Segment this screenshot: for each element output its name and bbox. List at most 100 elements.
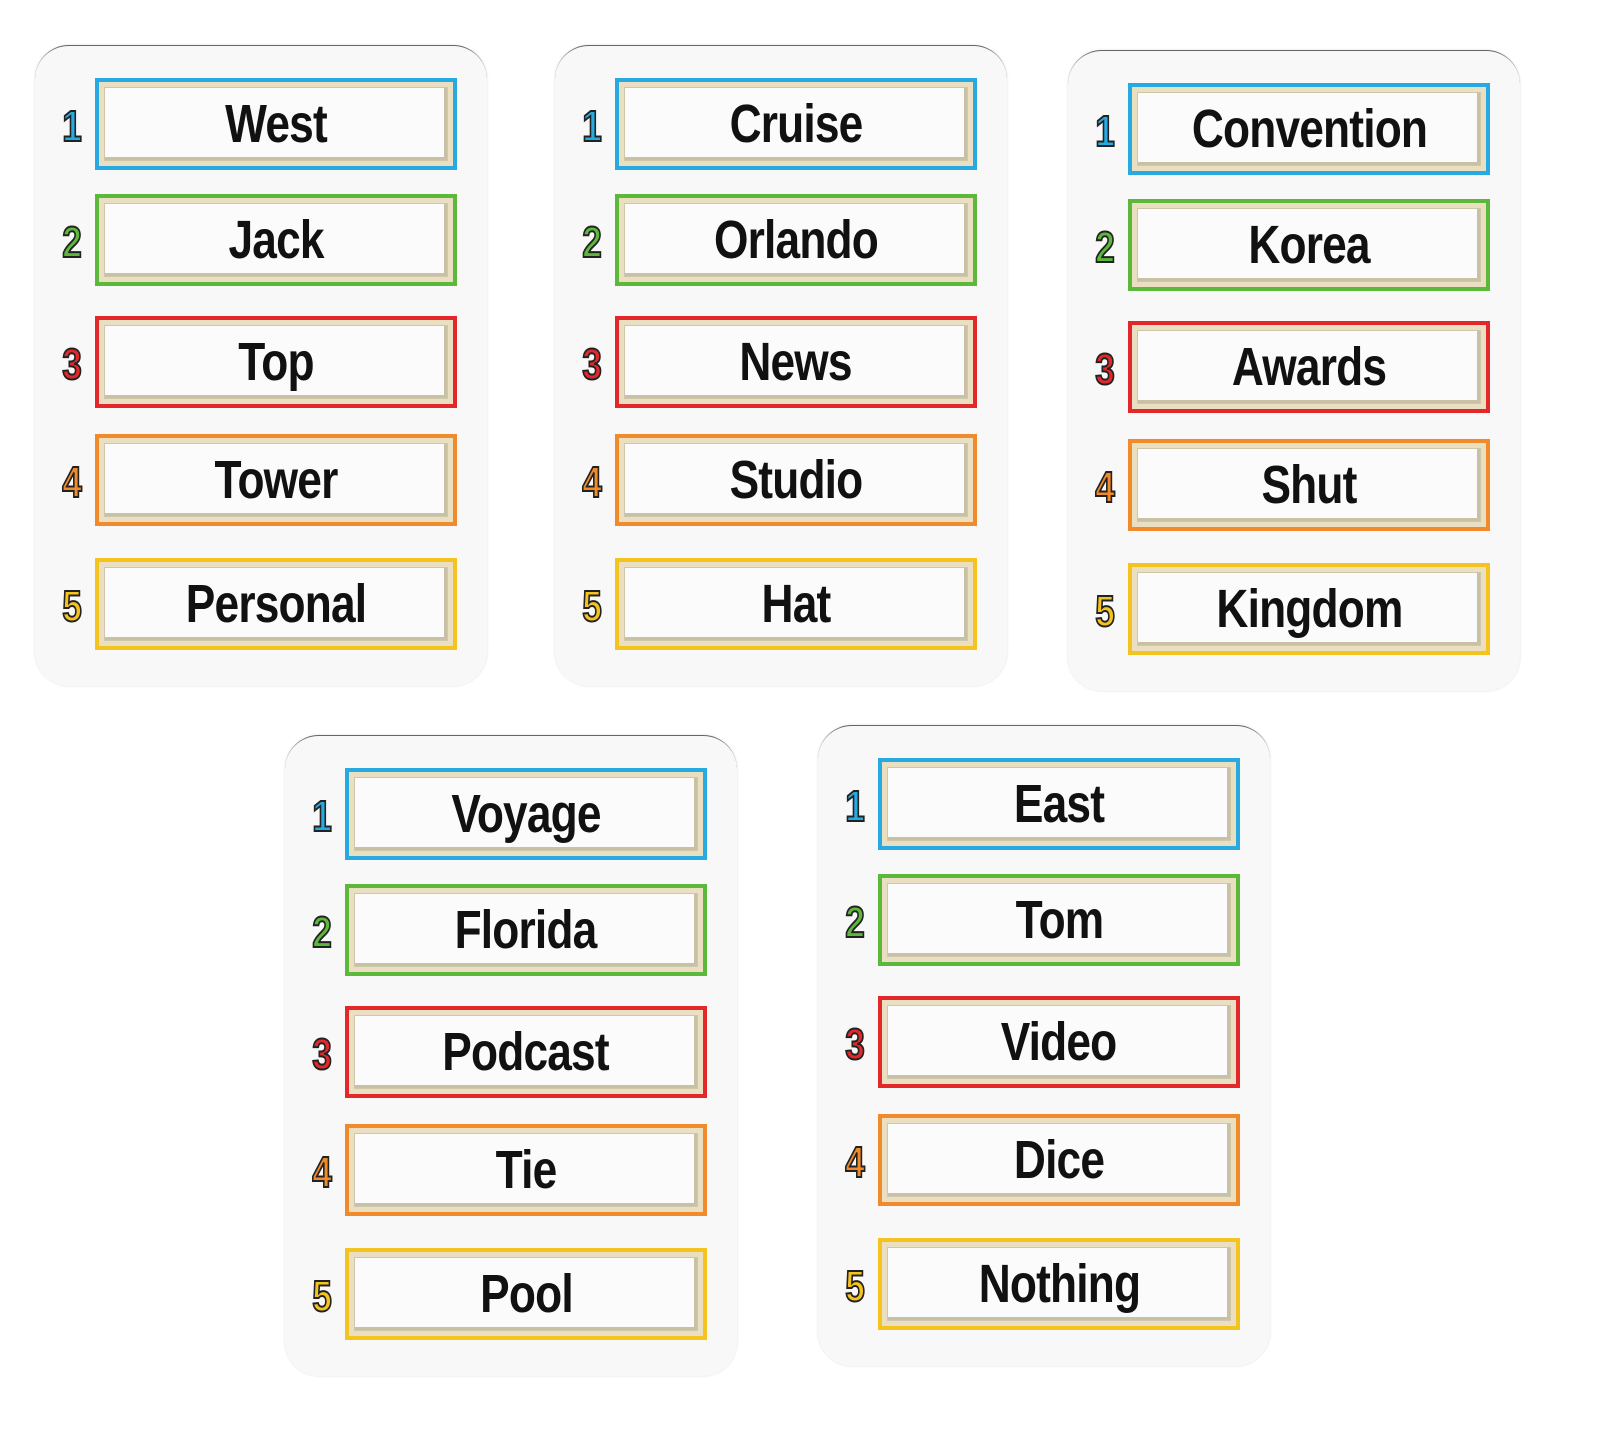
word-box-inner: Voyage — [354, 777, 698, 851]
word-number: 5 — [311, 1271, 332, 1322]
word-box-inner: Hat — [624, 567, 968, 641]
word-text: Convention — [1191, 99, 1427, 159]
word-row: 4 Tower — [35, 434, 487, 534]
word-text: Voyage — [451, 784, 601, 844]
word-text: Podcast — [442, 1022, 610, 1082]
word-text: Dice — [1013, 1130, 1105, 1190]
word-box: Tie — [345, 1124, 707, 1216]
word-text: Top — [238, 332, 314, 392]
word-box: Hat — [615, 558, 977, 650]
word-number: 1 — [311, 791, 332, 842]
word-text: East — [1013, 774, 1105, 834]
word-box-inner: Tie — [354, 1133, 698, 1207]
word-box-inner: Orlando — [624, 203, 968, 277]
word-number: 3 — [311, 1029, 332, 1080]
word-text: Personal — [185, 574, 367, 634]
word-box: East — [878, 758, 1240, 850]
word-text: Pool — [479, 1264, 573, 1324]
word-box-inner: Tower — [104, 443, 448, 517]
word-number: 4 — [1094, 462, 1115, 513]
word-number: 4 — [61, 457, 82, 508]
word-number: 1 — [61, 101, 82, 152]
word-text: Korea — [1248, 215, 1370, 275]
word-row: 2 Tom — [818, 874, 1270, 974]
word-number: 1 — [581, 101, 602, 152]
word-text: News — [739, 332, 853, 392]
word-box-inner: Podcast — [354, 1015, 698, 1089]
word-text: Shut — [1261, 455, 1357, 515]
word-number: 3 — [844, 1019, 865, 1070]
word-row: 3 Podcast — [285, 1006, 737, 1106]
word-box: Nothing — [878, 1238, 1240, 1330]
word-box: Pool — [345, 1248, 707, 1340]
word-box: Top — [95, 316, 457, 408]
word-box-inner: Personal — [104, 567, 448, 641]
word-box-inner: News — [624, 325, 968, 399]
word-text: Tom — [1015, 890, 1104, 950]
word-text: Hat — [761, 574, 832, 634]
word-box-inner: Kingdom — [1137, 572, 1481, 646]
word-box-inner: Florida — [354, 893, 698, 967]
word-box: News — [615, 316, 977, 408]
word-card-3[interactable]: 1 Convention 2 Korea 3 Awards 4 Shut 5 Kingdom — [1068, 50, 1520, 691]
word-box-inner: Awards — [1137, 330, 1481, 404]
word-number: 1 — [844, 781, 865, 832]
word-number: 5 — [1094, 586, 1115, 637]
word-number: 2 — [581, 217, 602, 268]
word-row: 5 Kingdom — [1068, 563, 1520, 663]
word-text: West — [225, 94, 328, 154]
word-box: Cruise — [615, 78, 977, 170]
word-text: Video — [1001, 1012, 1117, 1072]
word-box: Video — [878, 996, 1240, 1088]
word-row: 1 Convention — [1068, 83, 1520, 183]
word-box-inner: Pool — [354, 1257, 698, 1331]
word-box: West — [95, 78, 457, 170]
word-row: 2 Korea — [1068, 199, 1520, 299]
word-row: 3 Video — [818, 996, 1270, 1096]
word-number: 3 — [61, 339, 82, 390]
word-number: 5 — [61, 581, 82, 632]
word-row: 2 Orlando — [555, 194, 1007, 294]
word-box-inner: Shut — [1137, 448, 1481, 522]
word-box-inner: Studio — [624, 443, 968, 517]
word-row: 1 Cruise — [555, 78, 1007, 178]
word-row: 4 Shut — [1068, 439, 1520, 539]
word-number: 4 — [844, 1137, 865, 1188]
word-row: 3 Awards — [1068, 321, 1520, 421]
word-box: Dice — [878, 1114, 1240, 1206]
word-text: Tie — [495, 1140, 558, 1200]
word-card-1[interactable]: 1 West 2 Jack 3 Top 4 Tower 5 Personal — [35, 45, 487, 686]
word-row: 5 Pool — [285, 1248, 737, 1348]
word-box-inner: Nothing — [887, 1247, 1231, 1321]
word-number: 2 — [1094, 222, 1115, 273]
word-number: 2 — [61, 217, 82, 268]
word-box: Florida — [345, 884, 707, 976]
word-text: Awards — [1231, 337, 1387, 397]
word-text: Tower — [214, 450, 338, 510]
word-text: Orlando — [713, 210, 879, 270]
word-box-inner: Convention — [1137, 92, 1481, 166]
word-number: 2 — [844, 897, 865, 948]
word-text: Jack — [228, 210, 324, 270]
word-box: Awards — [1128, 321, 1490, 413]
word-row: 5 Personal — [35, 558, 487, 658]
word-text: Cruise — [729, 94, 864, 154]
word-box: Shut — [1128, 439, 1490, 531]
word-number: 2 — [311, 907, 332, 958]
word-box: Jack — [95, 194, 457, 286]
word-card-4[interactable]: 1 Voyage 2 Florida 3 Podcast 4 Tie 5 Pool — [285, 735, 737, 1376]
word-number: 4 — [311, 1147, 332, 1198]
word-number: 4 — [581, 457, 602, 508]
word-number: 1 — [1094, 106, 1115, 157]
word-box-inner: Dice — [887, 1123, 1231, 1197]
word-box: Tower — [95, 434, 457, 526]
word-box-inner: Jack — [104, 203, 448, 277]
word-number: 3 — [1094, 344, 1115, 395]
word-box-inner: Video — [887, 1005, 1231, 1079]
word-box-inner: Top — [104, 325, 448, 399]
word-text: Florida — [455, 900, 598, 960]
